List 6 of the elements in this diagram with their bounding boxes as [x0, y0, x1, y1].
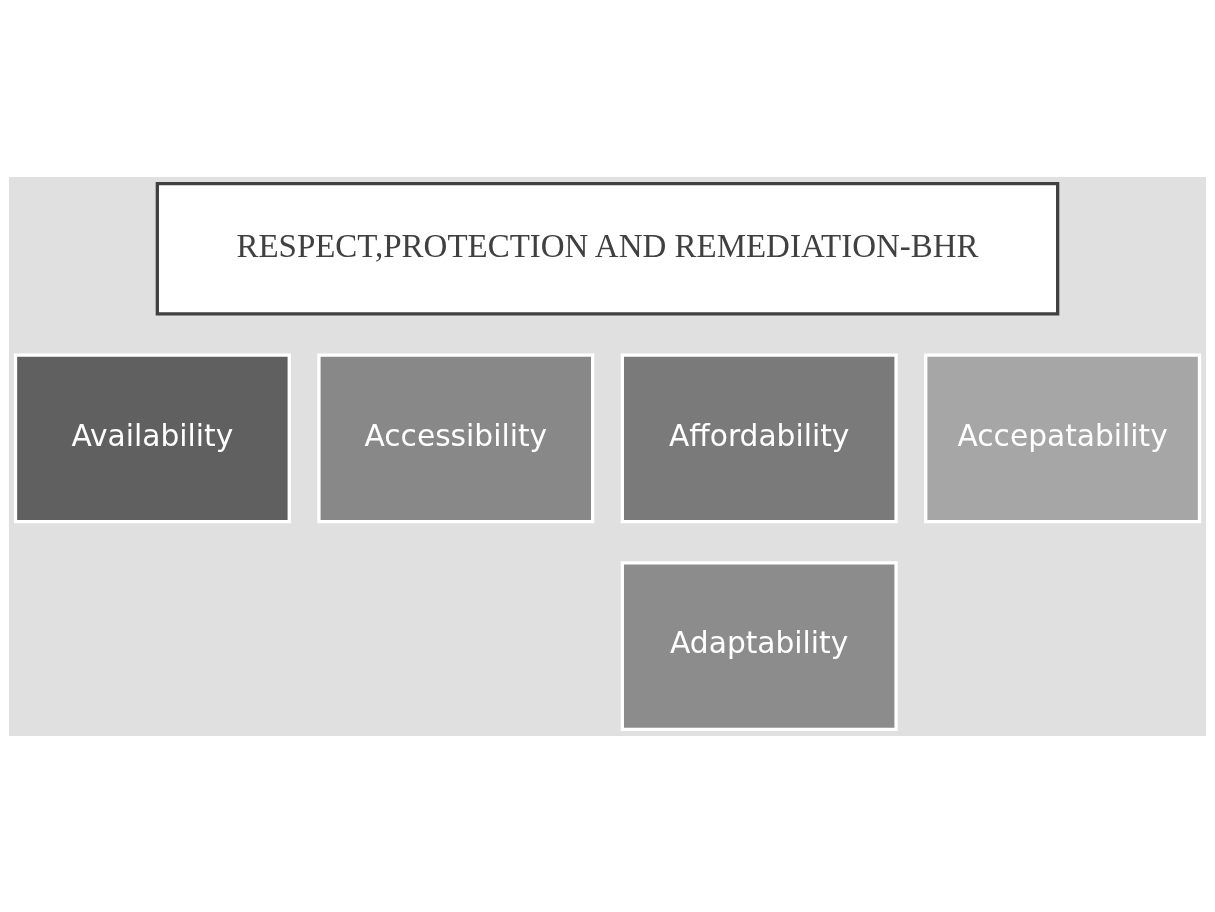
node-box: RESPECT,PROTECTION AND REMEDIATION-BHR — [155, 181, 1060, 315]
node-box: Accepatability — [924, 352, 1202, 523]
node-box: Affordability — [620, 352, 898, 523]
node-box: Accessibility — [317, 352, 595, 523]
node-box: Availability — [13, 352, 291, 523]
node-box: Adaptability — [620, 560, 898, 731]
